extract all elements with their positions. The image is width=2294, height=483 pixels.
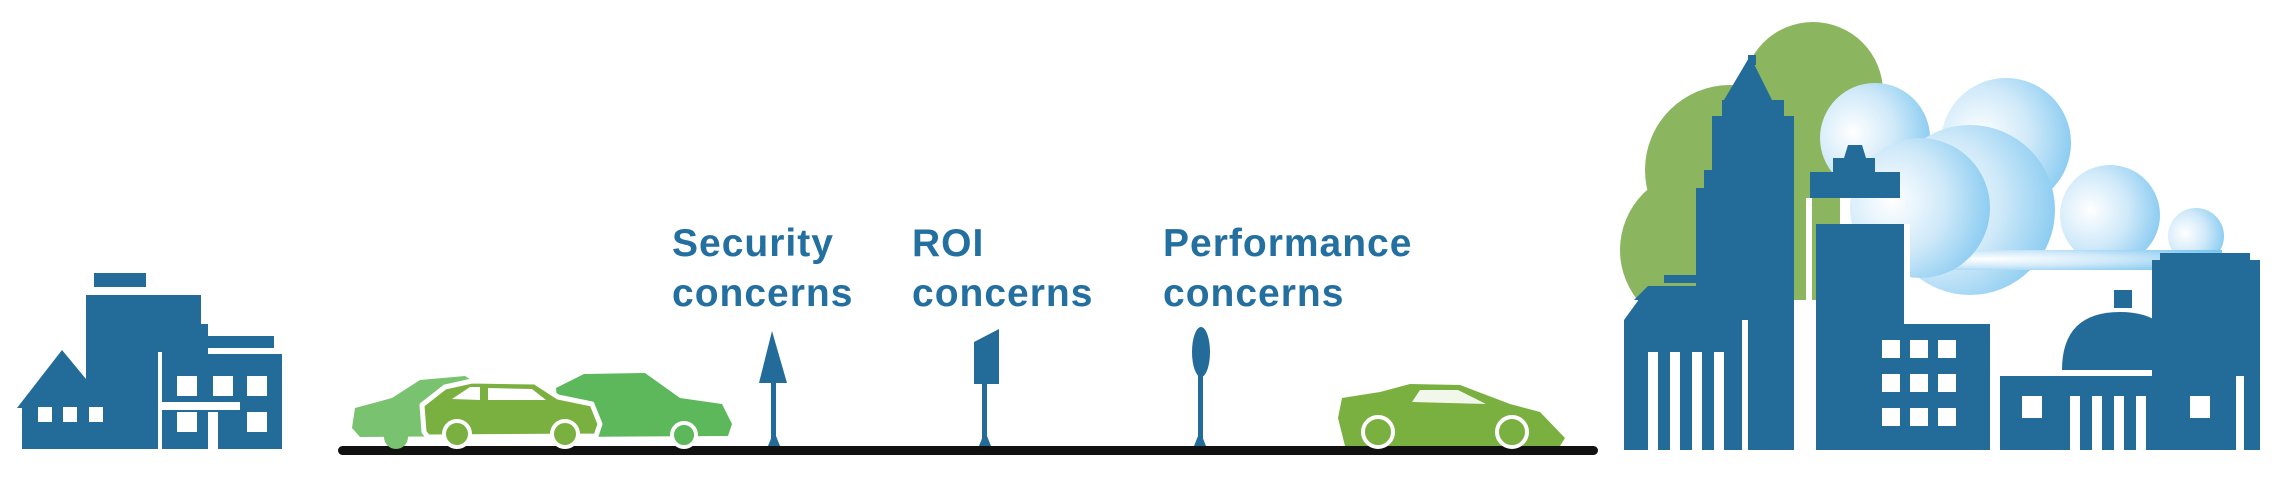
small-town-buildings-icon bbox=[17, 273, 282, 449]
performance-concerns-label: Performance concerns bbox=[1163, 219, 1412, 319]
roi-concerns-label: ROI concerns bbox=[912, 219, 1093, 319]
roi-label-line2: concerns bbox=[912, 272, 1094, 315]
city-skyline-icon bbox=[1624, 55, 2260, 450]
sports-car-icon bbox=[1338, 384, 1565, 449]
security-label-line1: Security bbox=[672, 222, 834, 265]
road bbox=[338, 446, 1598, 455]
security-label-line2: concerns bbox=[672, 272, 854, 315]
town-windows bbox=[38, 352, 267, 449]
round-sign-icon bbox=[1192, 327, 1210, 446]
traffic-cars-icon bbox=[352, 373, 732, 449]
performance-label-line2: concerns bbox=[1163, 272, 1345, 315]
roi-label-line1: ROI bbox=[912, 222, 985, 265]
square-sign-icon bbox=[974, 329, 999, 446]
city-windows bbox=[1648, 198, 2244, 450]
performance-label-line1: Performance bbox=[1163, 222, 1413, 265]
security-concerns-label: Security concerns bbox=[672, 219, 853, 319]
triangle-sign-icon bbox=[759, 331, 787, 446]
